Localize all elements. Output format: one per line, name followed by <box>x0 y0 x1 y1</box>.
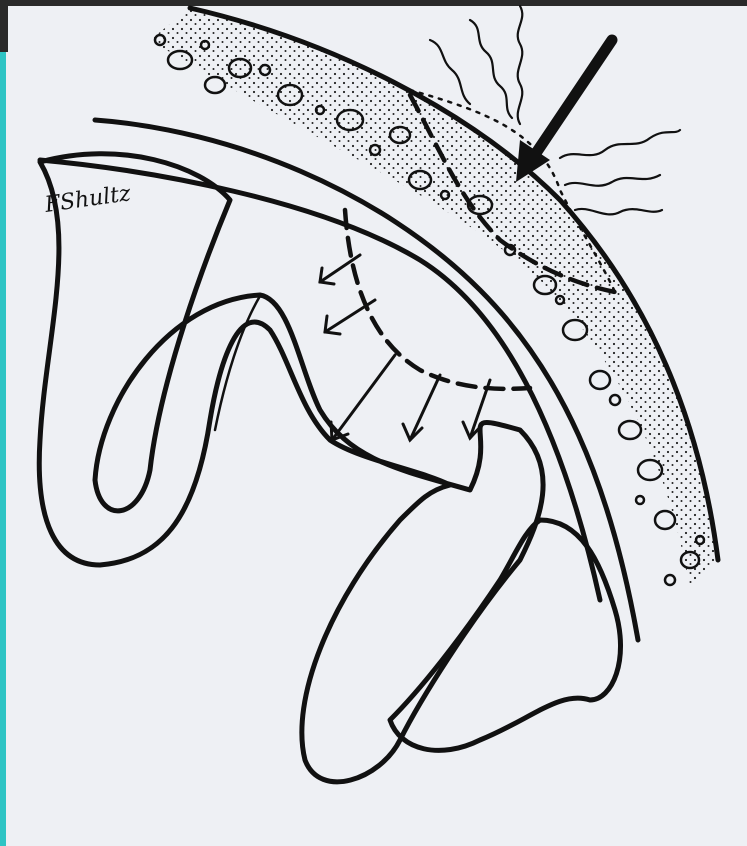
pressure-arrows <box>320 255 490 440</box>
wave-line <box>470 20 512 118</box>
pressure-arrow <box>403 375 440 440</box>
wave-line <box>575 209 662 214</box>
wave-line <box>430 40 470 104</box>
pressure-arrow <box>331 355 395 440</box>
cortex-fold-outer <box>39 154 543 782</box>
arrow-down-left-icon <box>516 40 612 182</box>
wave-line <box>560 130 680 158</box>
frame-left-edge <box>0 52 6 846</box>
cortex-fold-right <box>390 520 621 750</box>
wave-line <box>518 6 523 124</box>
artist-signature: FShultz <box>42 181 132 218</box>
wave-line <box>565 175 660 186</box>
frame-top-edge <box>0 0 747 6</box>
frame-corner <box>0 0 8 52</box>
pressure-arrow <box>325 300 375 334</box>
